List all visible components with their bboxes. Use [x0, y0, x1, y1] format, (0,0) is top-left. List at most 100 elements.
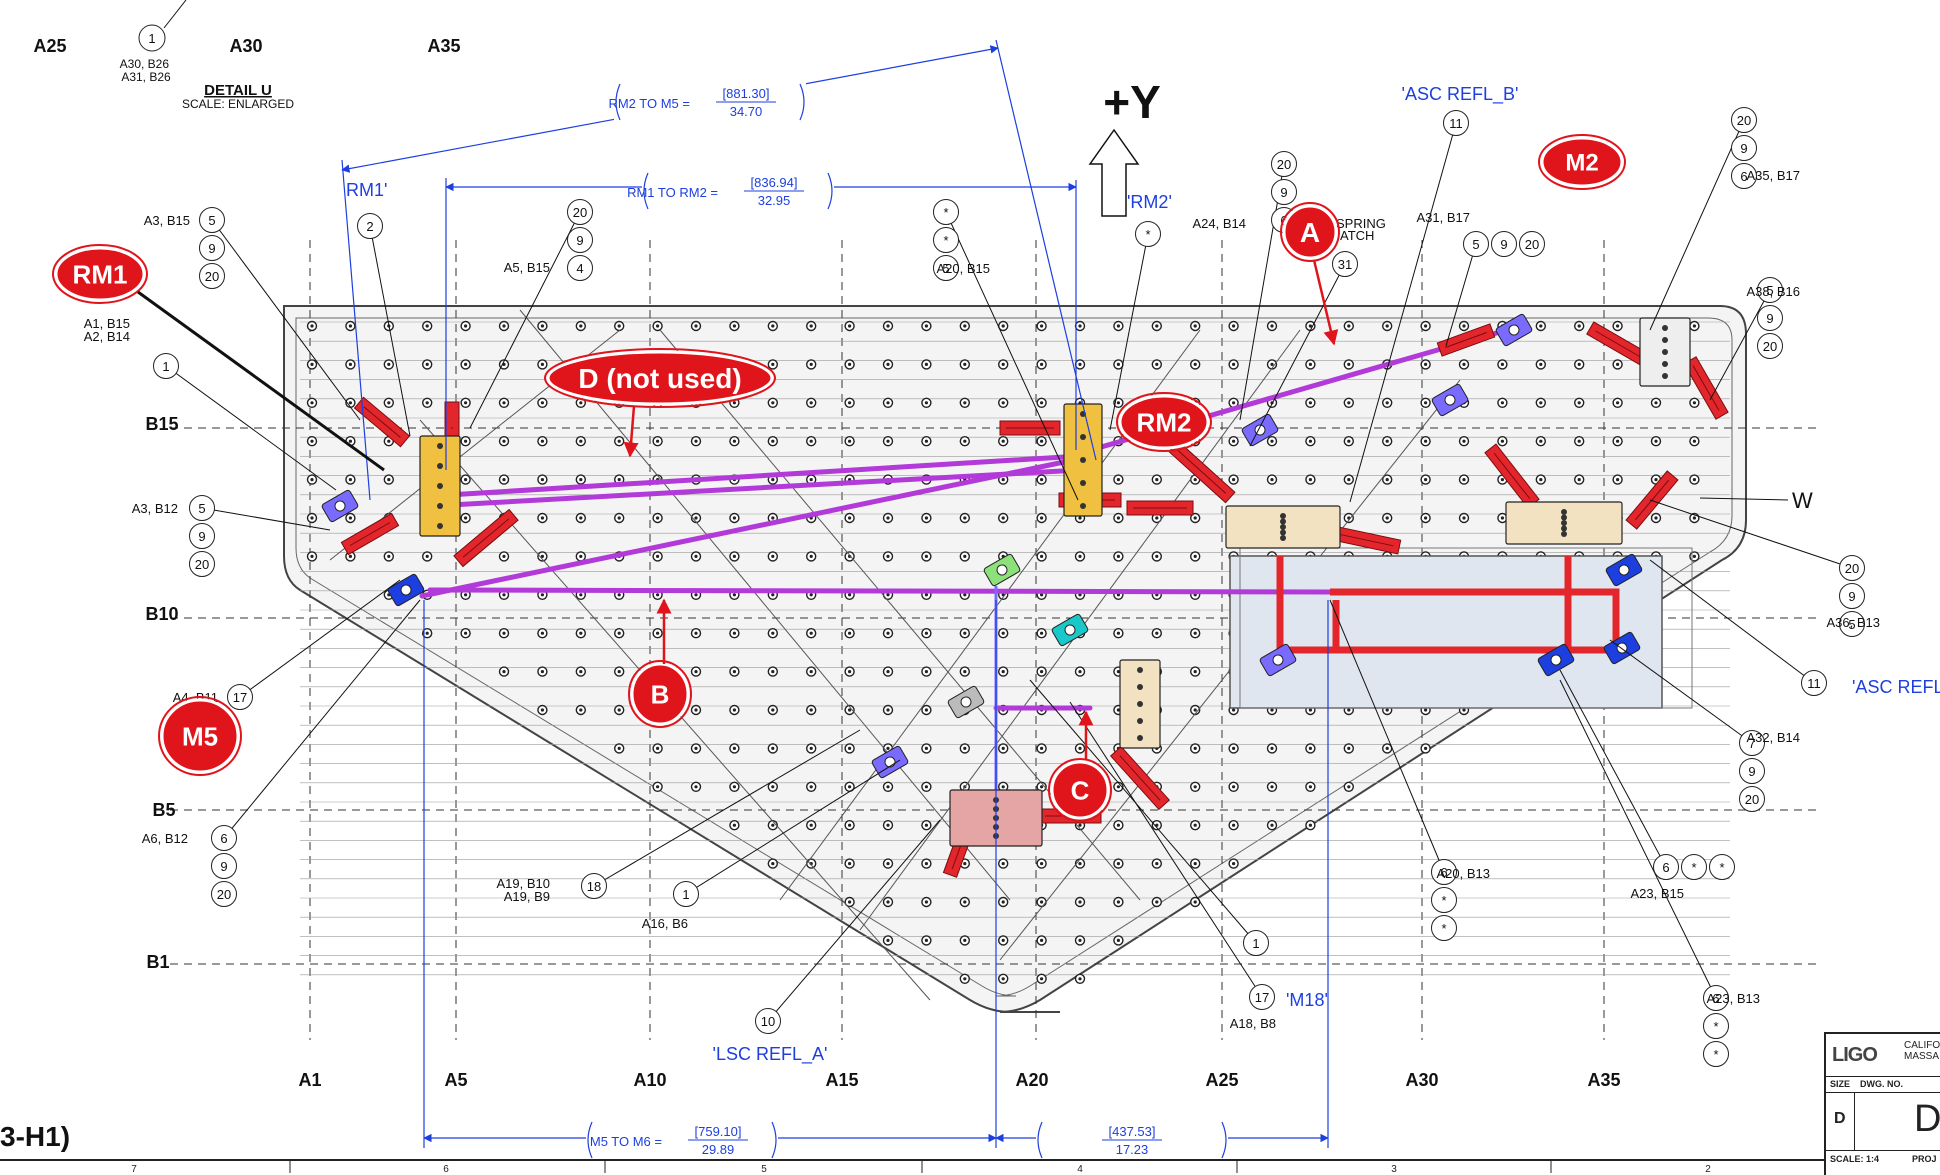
- callout-leader: [1349, 122, 1457, 503]
- callout-leader: [369, 225, 411, 437]
- callout-balloon: [1519, 231, 1545, 257]
- mounting-hole-center: [848, 900, 852, 904]
- callout-balloon: [1271, 151, 1297, 177]
- mounting-hole-center: [1040, 593, 1044, 597]
- callout-leader: [165, 365, 337, 491]
- mounting-hole-center: [694, 631, 698, 635]
- callout-leader: [211, 219, 361, 421]
- mounting-hole-center: [540, 554, 545, 559]
- mounting-hole-center: [540, 670, 545, 674]
- mounting-hole-center: [771, 708, 775, 712]
- mounting-hole-center: [425, 324, 429, 328]
- mounting-hole-center: [924, 862, 929, 866]
- mounting-hole-center: [1001, 631, 1005, 635]
- callout-ref: A23, B13: [1707, 991, 1761, 1006]
- mounting-hole-center: [310, 516, 314, 520]
- mounting-hole-center: [771, 324, 775, 328]
- dwg-label: DWG. NO.: [1860, 1079, 1903, 1089]
- dimension-label: M5 TO M6 =: [590, 1134, 662, 1149]
- mounting-hole-center: [1040, 439, 1044, 443]
- mounting-hole-center: [1040, 478, 1044, 482]
- callout-leader: [1249, 263, 1346, 447]
- mounting-hole-center: [617, 670, 621, 674]
- mounting-hole-center: [1654, 401, 1658, 405]
- column-label: A30: [1405, 1070, 1438, 1090]
- mounting-hole-center: [1001, 900, 1005, 904]
- mounting-hole-center: [1193, 516, 1197, 520]
- mounting-hole-center: [1270, 708, 1274, 712]
- mounting-hole-center: [848, 439, 852, 443]
- callout-balloon: [581, 873, 607, 899]
- mounting-hole-center: [1692, 478, 1696, 482]
- mounting-hole-center: [1193, 478, 1197, 482]
- mounting-hole-center: [540, 439, 545, 443]
- dimension-inch: 17.23: [1116, 1142, 1149, 1157]
- mounting-hole-center: [1078, 900, 1082, 904]
- mounting-hole-center: [1308, 478, 1312, 482]
- mounting-hole-center: [579, 478, 583, 482]
- mounting-hole-center: [1424, 746, 1428, 751]
- callout-balloon: [1839, 611, 1865, 637]
- callout-group: 31: [1332, 251, 1358, 277]
- detail-callout-leader: [163, 0, 187, 29]
- border-zone-label: 6: [443, 1164, 449, 1173]
- callout-balloon: [1332, 251, 1358, 277]
- mounting-hole-center: [963, 439, 967, 443]
- mounting-hole-center: [848, 362, 852, 366]
- mounting-hole-center: [1347, 401, 1351, 405]
- callout-balloon: [211, 881, 237, 907]
- mounting-hole-center: [1001, 439, 1005, 443]
- callout-ref: A19, B10: [497, 876, 551, 891]
- mounting-hole-center: [963, 593, 967, 597]
- mounting-hole-center: [924, 900, 929, 904]
- dimension-value: [437.53]17.23: [1036, 1118, 1228, 1160]
- mounting-hole-center: [540, 631, 545, 635]
- callout-balloon: [1243, 930, 1269, 956]
- callout-number: *: [1441, 893, 1446, 908]
- mounting-hole-center: [694, 593, 698, 597]
- callout-balloon: [1271, 179, 1297, 205]
- callout-number: 11: [1449, 116, 1463, 131]
- mounting-hole-center: [310, 478, 314, 482]
- mounting-hole-center: [848, 670, 852, 674]
- d-pointer: [623, 405, 639, 458]
- mounting-hole-center: [387, 554, 391, 559]
- callout-number: 6: [220, 831, 227, 846]
- mounting-hole-center: [1193, 746, 1197, 751]
- mounting-hole-center: [1616, 362, 1620, 366]
- border-zone-label: 5: [761, 1164, 767, 1173]
- callout-balloon: [189, 551, 215, 577]
- callout-number: 9: [1740, 141, 1747, 156]
- callout-leader: [1709, 289, 1771, 401]
- mount-clamp: [999, 420, 1061, 436]
- mounting-hole-center: [502, 478, 506, 482]
- mounting-hole-center: [1001, 362, 1005, 366]
- callout-number: 1: [682, 887, 689, 902]
- mounting-hole-center: [617, 478, 621, 482]
- callout-group: 11: [1443, 110, 1469, 136]
- callout-number: 10: [761, 1014, 775, 1029]
- mounting-hole-center: [502, 324, 506, 328]
- mounting-hole-center: [425, 401, 429, 405]
- mounting-hole-center: [1692, 554, 1696, 559]
- rm1-pointer: [137, 290, 385, 472]
- mounting-hole-center: [694, 439, 698, 443]
- mounting-hole-center: [1116, 823, 1120, 827]
- optic-mounts: [321, 313, 1729, 878]
- mounting-hole-center: [579, 554, 583, 559]
- mounting-hole-center: [1424, 708, 1428, 712]
- periscope-base-left: [1225, 505, 1341, 549]
- mounting-hole-center: [464, 478, 468, 482]
- mirror-mount: [1495, 313, 1533, 347]
- table-inner-outline: [295, 317, 1733, 997]
- mounting-hole-center: [617, 708, 621, 712]
- callout-number: 20: [1277, 157, 1291, 172]
- dimension-label: RM1 TO RM2 =: [627, 185, 718, 200]
- mounting-hole-center: [1001, 862, 1005, 866]
- callout-balloon: [357, 213, 383, 239]
